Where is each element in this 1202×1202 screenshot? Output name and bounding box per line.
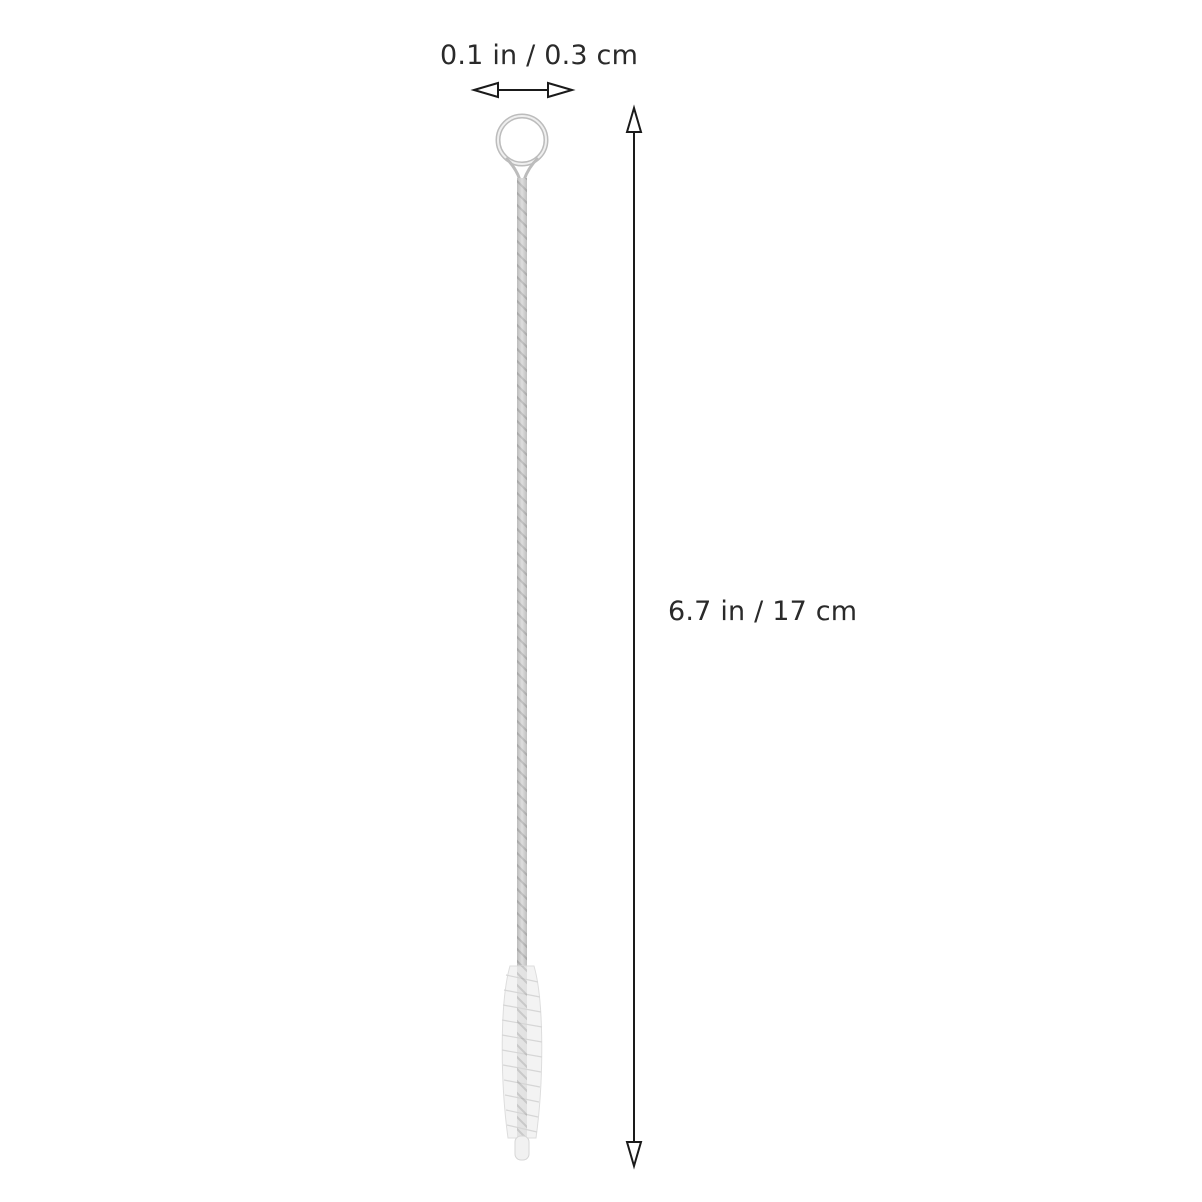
cleaning-brush-illustration: [495, 113, 549, 1161]
length-dimension-label: 6.7 in / 17 cm: [668, 596, 858, 627]
double-arrow-vertical-icon: [625, 104, 643, 1170]
double-arrow-horizontal-icon: [470, 81, 576, 99]
brush-bristles: [501, 965, 543, 1139]
width-dimension-label: 0.1 in / 0.3 cm: [440, 40, 639, 71]
